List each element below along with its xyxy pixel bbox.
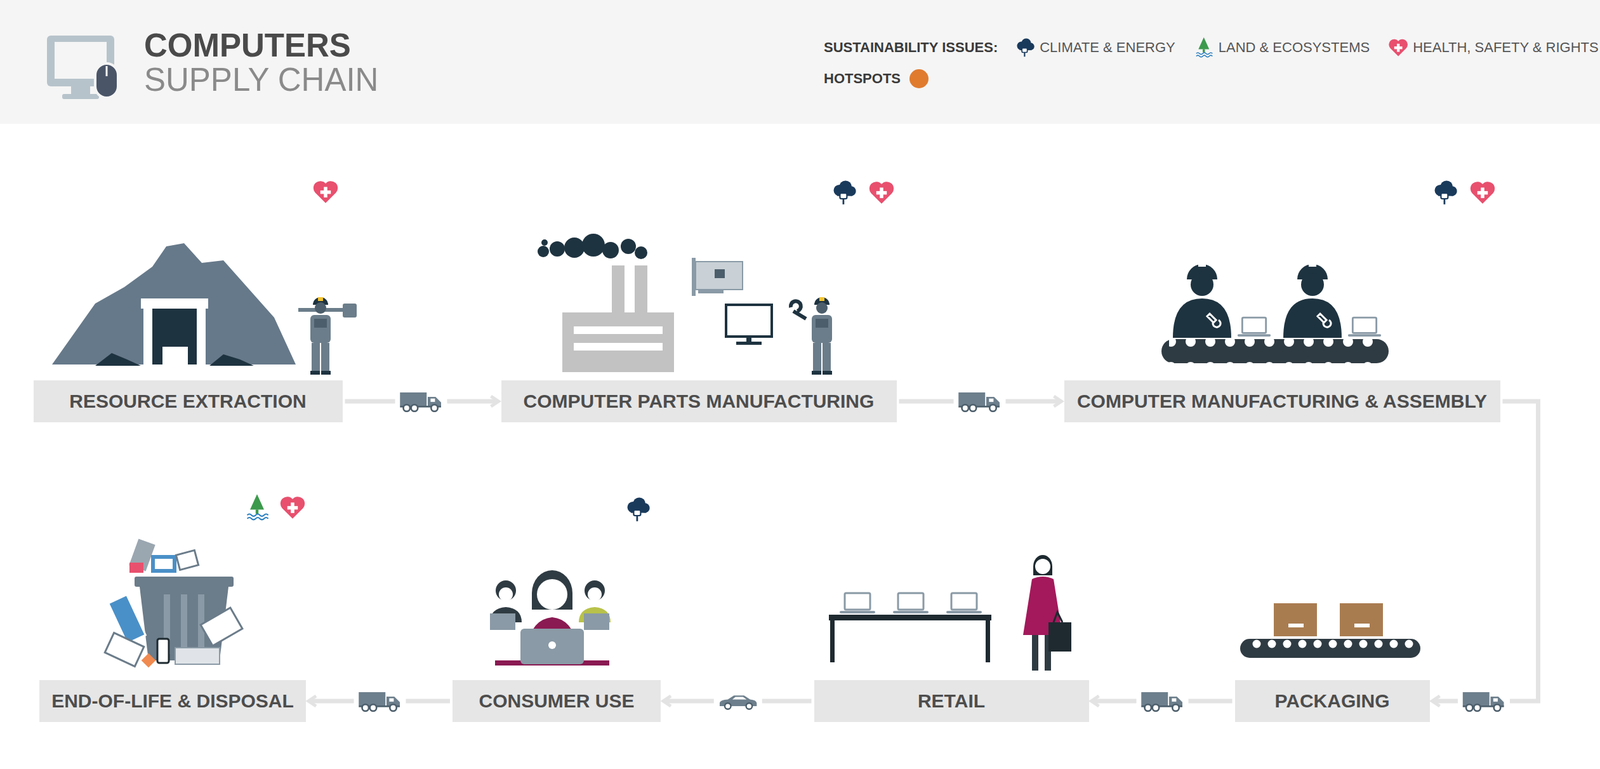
mine-illustration [52,243,357,375]
stage-box: END-OF-LIFE & DISPOSAL [39,679,306,722]
land-icon [247,493,269,520]
disposal-illustration [104,538,243,668]
stage-label: PACKAGING [1274,689,1390,712]
stage-label: COMPUTER MANUFACTURING & ASSEMBLY [1077,390,1488,412]
monitor-logo [46,35,119,100]
stage-label: CONSUMER USE [478,689,635,712]
subtitle: SUPPLY CHAIN [144,63,379,96]
health-icon [1470,181,1495,204]
stage-box: CONSUMER USE [452,679,661,722]
stage-label: END-OF-LIFE & DISPOSAL [51,689,294,712]
legend-text: HEALTH, SAFETY & RIGHTS [1412,40,1599,55]
stage-label: RETAIL [917,689,986,712]
legend-text: LAND & ECOSYSTEMS [1218,40,1370,55]
stage-box: COMPUTER MANUFACTURING & ASSEMBLY [1064,380,1501,423]
header-band [0,0,1600,124]
legend-icon [1196,37,1213,58]
packaging-illustration [1240,602,1421,658]
title: COMPUTERS [144,29,351,62]
stage-box: PACKAGING [1235,679,1430,722]
truck-icon [958,392,1000,412]
truck-icon [399,392,442,412]
legend-text: CLIMATE & ENERGY [1039,40,1176,55]
assembly-illustration [1161,261,1389,364]
health-icon [313,180,338,204]
truck-icon [1462,691,1505,711]
stage-label: COMPUTER PARTS MANUFACTURING [523,390,875,412]
climate-icon [833,180,857,204]
stage-box: RETAIL [814,679,1090,722]
legend-heading: SUSTAINABILITY ISSUES: [823,40,998,55]
truck-icon [358,691,400,711]
truck-icon [1141,691,1183,711]
legend-icon [1388,39,1408,57]
stage-box: RESOURCE EXTRACTION [33,380,343,423]
stage-box: COMPUTER PARTS MANUFACTURING [501,380,897,423]
flow-arrow [1433,401,1539,701]
retail-illustration [828,554,1072,671]
health-icon [869,181,894,204]
stage-label: RESOURCE EXTRACTION [69,390,306,412]
climate-icon [1434,180,1458,204]
hotspot-swatch [909,69,929,89]
health-icon [280,496,305,519]
legend-icon [1016,38,1034,57]
climate-icon [627,496,650,521]
legend-text: HOTSPOTS [823,71,901,86]
factory-illustration [537,233,833,375]
car-icon [719,694,757,709]
consumer-illustration [489,569,611,666]
